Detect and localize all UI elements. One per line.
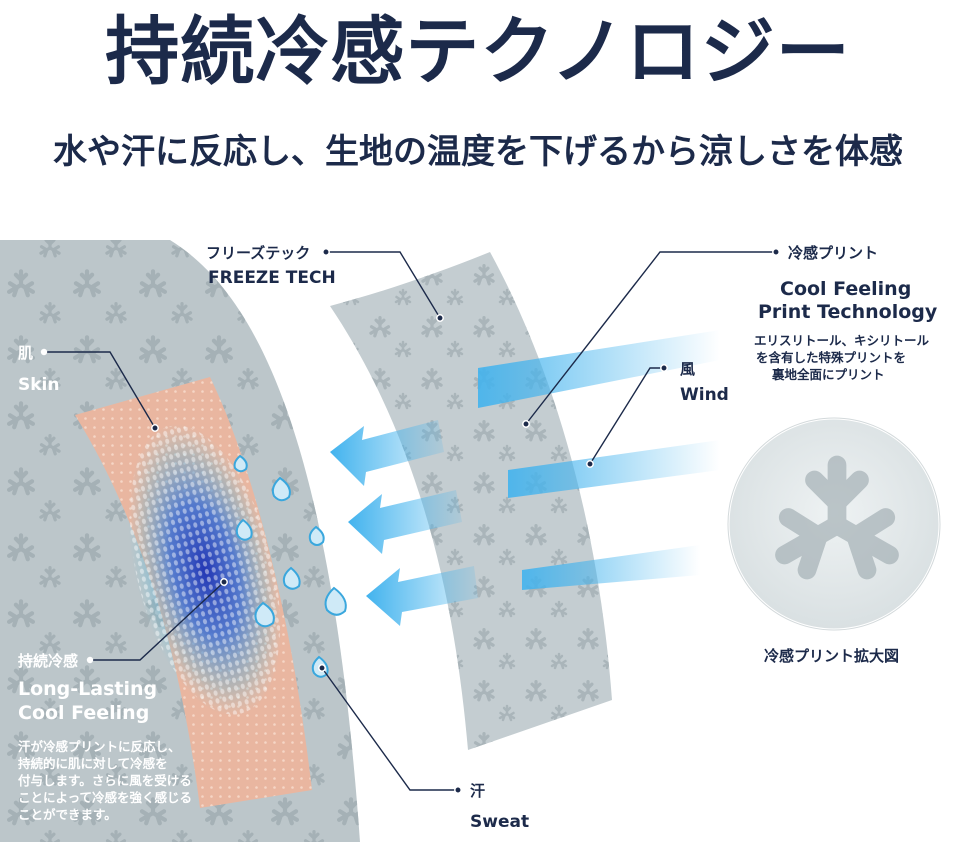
sweat-droplet-icon [233, 454, 248, 473]
print-magnified-view [726, 416, 942, 632]
wind-arrow-icon [330, 420, 444, 486]
cool-print-desc-1: エリスリトール、キシリトール [754, 333, 930, 348]
freeze-tech-fabric [330, 252, 612, 750]
sweat-label-en: Sweat [470, 812, 530, 832]
wind-arrow-icon [348, 490, 462, 554]
skin-strip [75, 377, 312, 808]
cool-print-label-jp: 冷感プリント [788, 244, 879, 262]
lasting-desc-4: ことによって冷感を強く感じる [18, 790, 193, 805]
wind-arrow-icon [522, 545, 700, 590]
magnified-caption: 冷感プリント拡大図 [764, 647, 900, 665]
cool-print-desc-2: を含有した特殊プリントを [756, 350, 907, 365]
wind-arrows [330, 330, 720, 626]
wind-arrow-icon [366, 566, 478, 626]
wind-label-jp: 風 [680, 360, 696, 378]
sweat-droplet-icon [324, 586, 347, 616]
cool-print-desc-3: 裏地全面にプリント [772, 367, 885, 382]
wind-arrow-icon [478, 330, 720, 408]
sweat-droplets [233, 454, 347, 678]
wind-arrow-icon [508, 440, 720, 498]
page-title: 持続冷感テクノロジー [105, 9, 851, 95]
skin-label-en: Skin [18, 375, 60, 395]
lasting-desc-1: 汗が冷感プリントに反応し、 [18, 739, 181, 754]
sweat-droplet-icon [271, 476, 291, 502]
freeze-tech-label-en: FREEZE TECH [208, 268, 336, 288]
skin-label-jp: 肌 [18, 344, 34, 362]
sweat-label-jp: 汗 [470, 782, 486, 800]
lasting-label-en-2: Cool Feeling [18, 702, 150, 724]
lasting-desc-5: ことができます。 [18, 807, 117, 822]
sweat-droplet-icon [308, 525, 325, 546]
cool-print-label-en-2: Print Technology [758, 301, 938, 323]
leader-lines [44, 251, 776, 791]
lasting-label-jp: 持続冷感 [18, 652, 79, 670]
lasting-desc-3: 付与します。さらに風を受ける [18, 773, 192, 788]
freeze-tech-label-jp: フリーズテック [206, 244, 311, 262]
lasting-desc-2: 持続的に肌に対して冷感を [18, 756, 168, 771]
page-subtitle: 水や汗に反応し、生地の温度を下げるから涼しさを体感 [53, 132, 903, 172]
lasting-label-en-1: Long-Lasting [18, 678, 158, 700]
cool-print-label-en-1: Cool Feeling [780, 278, 912, 300]
wind-label-en: Wind [680, 385, 729, 405]
sweat-droplet-icon [235, 518, 253, 541]
sweat-droplet-icon [254, 601, 275, 628]
sweat-droplet-icon [282, 566, 301, 590]
